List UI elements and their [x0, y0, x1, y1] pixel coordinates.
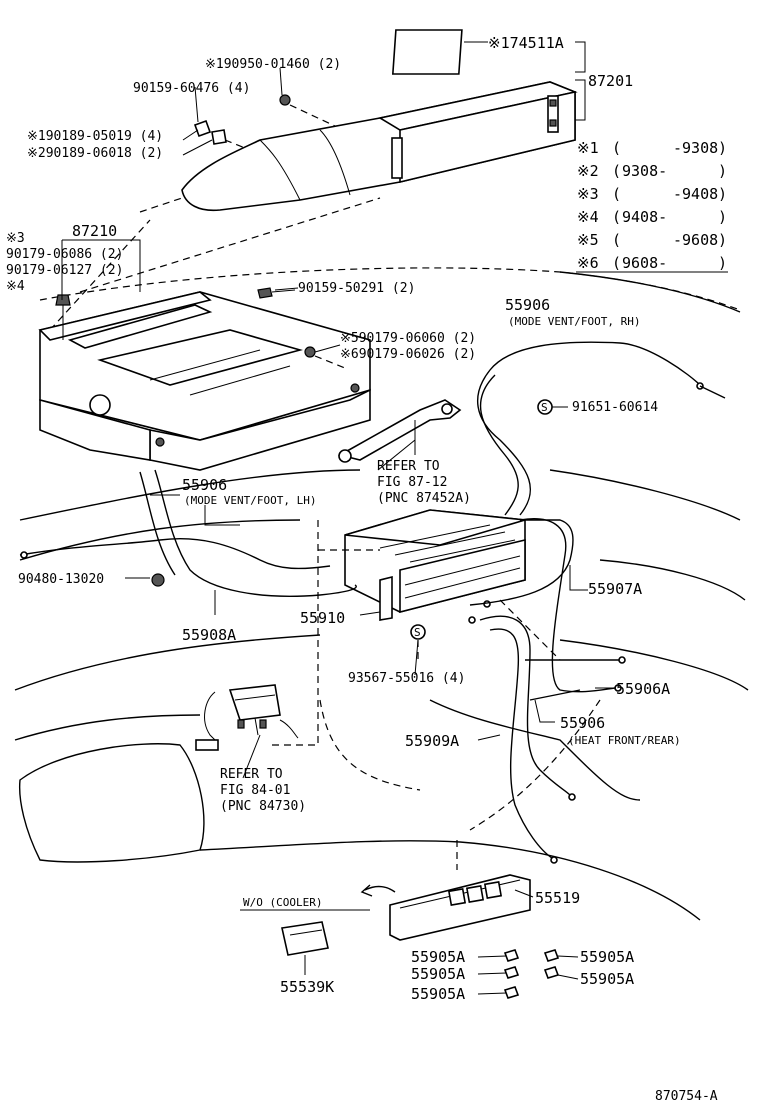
svg-text:): )	[718, 162, 727, 180]
button-55539k	[281, 921, 329, 956]
legend-mark-1: ※1	[577, 139, 599, 157]
svg-text:): )	[718, 208, 727, 226]
svg-text:): )	[718, 185, 727, 203]
svg-text:-9308: -9308	[673, 139, 718, 157]
control-cables	[19, 341, 726, 864]
label-87201: 87201	[588, 72, 633, 90]
refer-fig-87-12-line3: (PNC 87452A)	[377, 491, 471, 506]
svg-text:(: (	[612, 254, 621, 272]
svg-text:(: (	[612, 139, 621, 157]
svg-text:): )	[718, 254, 727, 272]
leader-lines	[150, 41, 616, 995]
label-55905a-1: 55905A	[411, 948, 465, 966]
s-mark-1: S	[541, 401, 548, 414]
legend-mark-6: ※6	[577, 254, 599, 272]
part-labels: ※174511A 87201 ※190950-01460 (2) 90159-6…	[6, 34, 718, 1104]
label-90159-50291: 90159-50291 (2)	[298, 281, 415, 296]
label-91651-60614: 91651-60614	[572, 400, 658, 415]
legend-mark-3: ※3	[577, 185, 599, 203]
dashboard-outline	[14, 267, 749, 921]
svg-text:(: (	[612, 208, 621, 226]
legend-mark-2: ※2	[577, 162, 599, 180]
refer-fig-87-12-line1: REFER TO	[377, 459, 440, 474]
label-55910: 55910	[300, 609, 345, 627]
control-assembly-55910	[344, 509, 526, 624]
label-note-3: ※3	[6, 231, 25, 246]
refer-fig-84-01-line3: (PNC 84730)	[220, 799, 306, 814]
label-55539k: 55539K	[280, 978, 334, 996]
svg-text:9408-: 9408-	[622, 208, 667, 226]
legend: ※1 ( -9308 ) ※2 ( 9308- ) ※3 ( -9408 ) ※…	[576, 139, 728, 273]
label-590179: ※590179-06060 (2)	[340, 331, 476, 346]
label-55906-lh-sub: (MODE VENT/FOOT, LH)	[184, 494, 316, 507]
diagram-id: 870754-A	[655, 1089, 718, 1104]
refer-fig-87-12-line2: FIG 87-12	[377, 475, 447, 490]
control-panel-55519	[240, 840, 531, 956]
label-90159-60476: 90159-60476 (4)	[133, 81, 250, 96]
label-55908a: 55908A	[182, 626, 236, 644]
svg-text:-9608: -9608	[673, 231, 718, 249]
svg-text:(: (	[612, 185, 621, 203]
label-174511a: ※174511A	[488, 34, 564, 52]
svg-text:(: (	[612, 162, 621, 180]
duct-assembly-87210	[38, 239, 371, 471]
svg-text:(: (	[612, 231, 621, 249]
label-55906a: 55906A	[616, 680, 670, 698]
label-55906-rh-sub: (MODE VENT/FOOT, RH)	[508, 315, 640, 328]
label-55905a-4: 55905A	[580, 948, 634, 966]
label-55906-heat: 55906	[560, 714, 605, 732]
label-55905a-2: 55905A	[411, 965, 465, 983]
legend-mark-5: ※5	[577, 231, 599, 249]
label-plate-174511a	[391, 29, 463, 75]
label-55907a: 55907A	[588, 580, 642, 598]
top-duct-87201	[49, 29, 586, 331]
label-55906-rh: 55906	[505, 296, 550, 314]
label-290189: ※290189-06018 (2)	[27, 146, 163, 161]
svg-text:-9408: -9408	[673, 185, 718, 203]
label-90480-13020: 90480-13020	[18, 572, 104, 587]
label-55906-lh: 55906	[182, 476, 227, 494]
legend-mark-4: ※4	[577, 208, 599, 226]
svg-text:9608-: 9608-	[622, 254, 667, 272]
blower-switch-harness	[195, 520, 380, 751]
label-55905a-5: 55905A	[580, 970, 634, 988]
bracket	[337, 399, 462, 463]
label-55909a: 55909A	[405, 732, 459, 750]
refer-fig-84-01-line2: FIG 84-01	[220, 783, 290, 798]
s-mark-2: S	[414, 626, 421, 639]
label-55905a-3: 55905A	[411, 985, 465, 1003]
label-55519: 55519	[535, 889, 580, 907]
refer-fig-84-01-line1: REFER TO	[220, 767, 283, 782]
label-87210: 87210	[72, 222, 117, 240]
knobs-55905a	[503, 949, 560, 999]
svg-text:9308-: 9308-	[622, 162, 667, 180]
label-93567-55016: 93567-55016 (4)	[348, 671, 465, 686]
label-690179: ※690179-06026 (2)	[340, 347, 476, 362]
label-55906-heat-sub: (HEAT FRONT/REAR)	[568, 734, 681, 747]
label-wo-cooler: W/O (COOLER)	[243, 896, 322, 909]
label-90179-06086: 90179-06086 (2)	[6, 247, 123, 262]
label-note-4: ※4	[6, 279, 25, 294]
label-190189: ※190189-05019 (4)	[27, 129, 163, 144]
label-190950: ※190950-01460 (2)	[205, 57, 341, 72]
svg-text:): )	[718, 231, 727, 249]
svg-text:): )	[718, 139, 727, 157]
label-90179-06127: 90179-06127 (2)	[6, 263, 123, 278]
fasteners: S S	[125, 399, 568, 660]
